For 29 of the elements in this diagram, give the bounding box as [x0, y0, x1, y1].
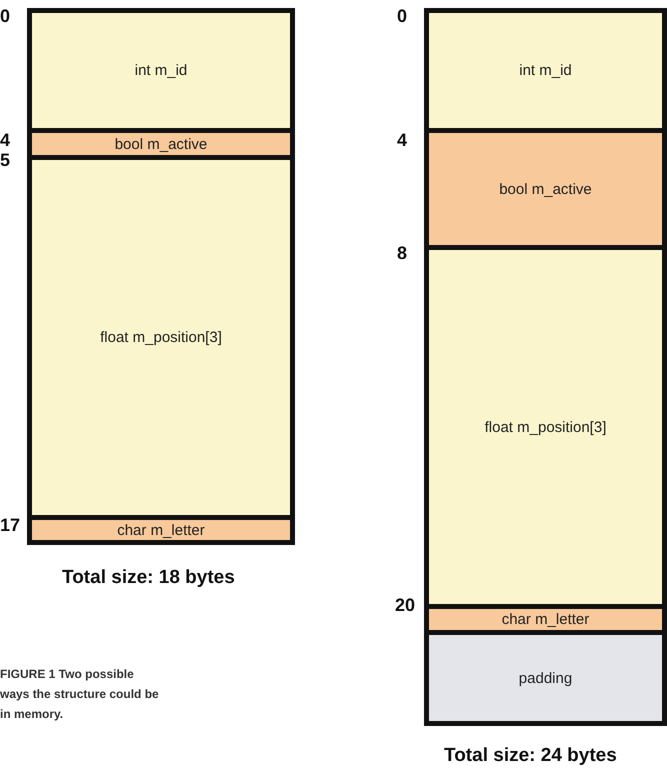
field-name: padding [518, 670, 572, 686]
memory-field [32, 160, 290, 515]
byte-offset: 0 [397, 6, 408, 27]
memory-field [429, 635, 662, 721]
byte-offset: 8 [397, 243, 408, 264]
figure-caption: FIGURE 1 Two possible ways the structure could be in memory. [0, 666, 160, 723]
field-name: float m_position[3] [100, 329, 222, 346]
memory-field [32, 13, 290, 128]
byte-offset: 20 [395, 595, 416, 616]
total-size-text: Total size: 24 bytes [444, 745, 617, 767]
byte-offset: 4 [0, 130, 10, 151]
field-name: char m_letter [502, 611, 590, 628]
field-name: int m_id [134, 62, 188, 79]
memory-field [32, 520, 290, 540]
total-size-text: Total size: 18 bytes [62, 567, 235, 589]
field-name: int m_id [519, 62, 572, 79]
field-name: bool m_active [499, 180, 592, 198]
byte-offset: 0 [0, 6, 10, 27]
memory-field [429, 133, 662, 245]
byte-offset: 4 [397, 130, 408, 151]
field-name: bool m_active [114, 136, 208, 152]
memory-field [429, 609, 662, 630]
byte-offset: 5 [0, 150, 10, 171]
byte-offset: 17 [0, 515, 20, 536]
memory-field [429, 13, 662, 128]
memory-field [32, 133, 290, 155]
memory-field [429, 250, 662, 604]
field-name: char m_letter [117, 522, 205, 538]
field-name: float m_position[3] [484, 418, 606, 436]
